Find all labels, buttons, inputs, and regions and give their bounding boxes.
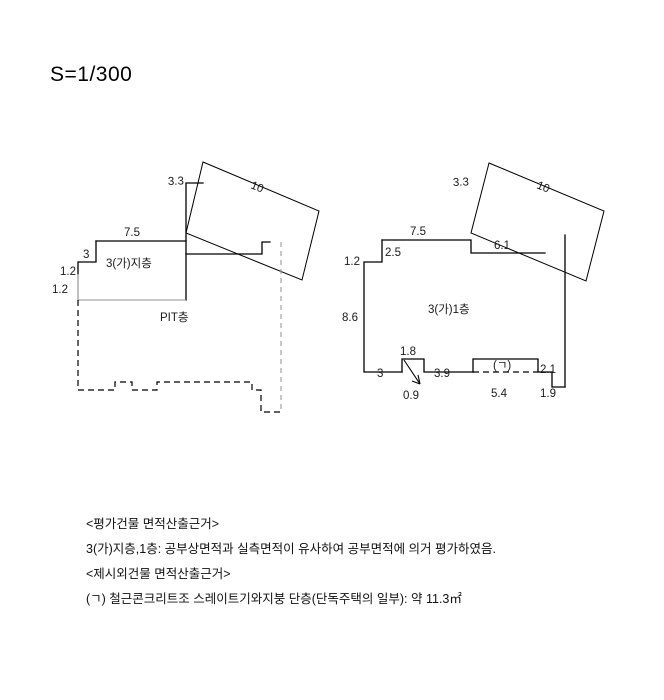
basement-room-label: 3(가)지층 <box>106 257 152 270</box>
firstfloor-dim-bottom-mid: 3.9 <box>434 368 450 380</box>
firstfloor-outline-left <box>363 239 403 373</box>
firstfloor-dim-annex-bottom: 5.4 <box>491 388 508 400</box>
firstfloor-outline-top <box>381 239 546 254</box>
firstfloor-dim-left-step-h: 1.2 <box>344 256 360 268</box>
note-line-1: <평가건물 면적산출근거> <box>86 517 220 531</box>
firstfloor-leader-arrowhead <box>411 374 421 385</box>
basement-outline-lower-left <box>77 274 186 301</box>
firstfloor-leader-line <box>403 359 421 385</box>
basement-outline-left-step <box>77 240 97 275</box>
pit-floor-dashed-outline <box>77 300 281 413</box>
basement-dim-left-step-v: 3 <box>83 249 89 261</box>
pit-floor-label: PIT층 <box>160 311 188 324</box>
basement-dim-top-run: 7.5 <box>124 227 140 239</box>
basement-dim-left-bottom: 1.2 <box>52 284 68 296</box>
basement-annex-dim-short: 3.3 <box>168 175 184 188</box>
firstfloor-dim-left-step-v: 2.5 <box>385 247 401 259</box>
note-line-3: <제시외건물 면적산출근거> <box>86 567 231 581</box>
firstfloor-dim-top-run: 7.5 <box>410 226 426 238</box>
firstfloor-annex-rectangle <box>470 162 605 282</box>
basement-plan-group: 7.5 3 1.2 1.2 3.3 10 3(가)지층 PIT층 <box>52 161 320 413</box>
firstfloor-dim-bottom-right: 1.9 <box>540 388 556 400</box>
basement-annex-rectangle <box>185 161 320 281</box>
firstfloor-dim-bottom-left: 3 <box>377 368 383 380</box>
note-line-2: 3(가)지층,1층: 공부상면적과 실측면적이 유사하여 공부면적에 의거 평가… <box>86 542 496 556</box>
firstfloor-dim-top-right-run: 6.1 <box>494 240 510 252</box>
basement-outline-upper <box>95 182 204 242</box>
area-calculation-notes: <평가건물 면적산출근거> 3(가)지층,1층: 공부상면적과 실측면적이 유사… <box>86 512 626 612</box>
firstfloor-outline-notch <box>401 358 474 373</box>
firstfloor-dim-notch-lead: 0.9 <box>403 390 419 402</box>
firstfloor-dim-left-long: 8.6 <box>342 312 358 324</box>
firstfloor-room-label: 3(가)1층 <box>428 303 470 316</box>
firstfloor-annex-label: (ㄱ) <box>493 360 511 372</box>
firstfloor-annex-dim-long: 10 <box>535 180 551 196</box>
basement-outline-right-ledge <box>185 241 271 255</box>
firstfloor-dim-notch-top: 1.8 <box>400 346 416 358</box>
firstfloor-annex-dim-short: 3.3 <box>453 176 469 189</box>
note-line-4: (ㄱ) 철근콘크리트조 스레이트기와지붕 단층(단독주택의 일부): 약 11.… <box>86 592 462 606</box>
firstfloor-dim-right-step-v: 2.1 <box>540 364 556 376</box>
floor-plans-svg: 7.5 3 1.2 1.2 3.3 10 3(가)지층 PIT층 <box>52 161 605 413</box>
floor-plan-drawing-area: 7.5 3 1.2 1.2 3.3 10 3(가)지층 PIT층 <box>0 150 664 420</box>
scale-label: S=1/300 <box>50 63 133 86</box>
basement-annex-dim-long: 10 <box>249 180 265 196</box>
basement-dim-left-step-h: 1.2 <box>60 266 76 278</box>
first-floor-plan-group: 7.5 6.1 1.2 2.5 8.6 3 1.8 0.9 3.9 5.4 2.… <box>342 162 605 402</box>
